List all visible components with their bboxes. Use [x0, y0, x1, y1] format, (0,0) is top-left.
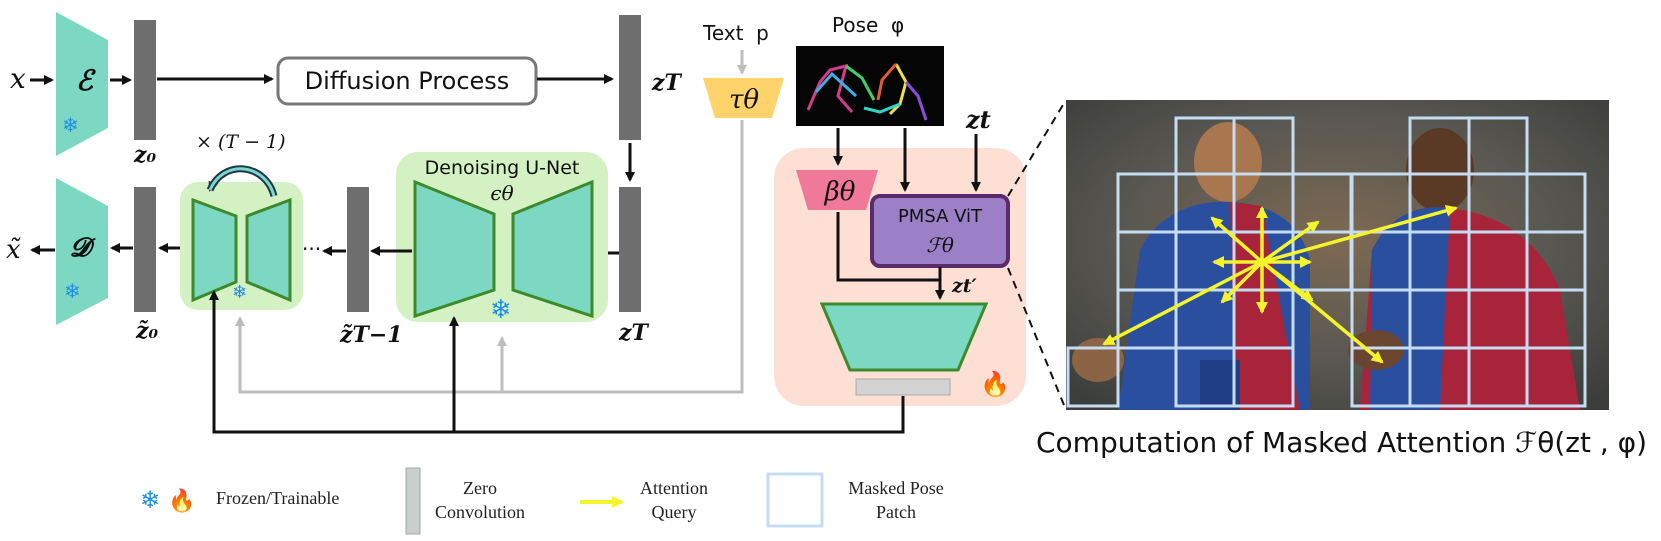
zoom-line-bottom	[1007, 267, 1067, 411]
zero-conv-zT-1	[347, 187, 369, 312]
masked-pose-grid-right	[1350, 116, 1587, 408]
zero-conv-zT-bottom	[619, 187, 641, 312]
pose-phi-label: Pose φ	[832, 13, 904, 37]
zT-minus1-label: z̃T−1	[339, 322, 403, 348]
legend-zero-conv-line1: Zero	[463, 478, 497, 498]
encoder-symbol: ℰ	[76, 64, 96, 97]
diffusion-process-label: Diffusion Process	[305, 67, 510, 95]
zero-conv-z0-tilde	[134, 187, 156, 312]
text-p-label: Text p	[702, 21, 769, 45]
z0-tilde-label: z̃₀	[135, 318, 158, 344]
ellipsis: ···	[302, 237, 321, 261]
pose-image	[796, 46, 944, 126]
text-condition-path	[235, 120, 744, 394]
masked-attention-caption: Computation of Masked Attention ℱθ(zt , …	[1036, 426, 1647, 459]
diffusion-process-box: Diffusion Process	[276, 56, 538, 106]
unet-symbol: ϵθ	[490, 181, 513, 205]
arrow-beta-to-decoder	[836, 212, 940, 282]
snowflake-icon: ❄	[232, 282, 247, 303]
beta-symbol: βθ	[824, 177, 856, 207]
snowflake-icon: ❄	[490, 295, 512, 325]
flame-icon: 🔥	[168, 488, 195, 514]
legend-attention-line2: Query	[652, 502, 697, 522]
repeat-unet: ❄	[180, 165, 303, 310]
legend: ❄ 🔥 Frozen/Trainable Zero Convolution At…	[140, 467, 944, 535]
encoder: ℰ ❄	[56, 12, 108, 156]
unet-title: Denoising U-Net	[425, 157, 580, 179]
legend-frozen-trainable: Frozen/Trainable	[216, 488, 339, 508]
snowflake-icon: ❄	[64, 279, 81, 303]
pmsa-vit-title: PMSA ViT	[898, 206, 983, 227]
legend-mask-line1: Masked Pose	[848, 478, 944, 498]
zt-prime-label: zt′	[951, 275, 977, 297]
flame-icon: 🔥	[980, 370, 1010, 398]
tau-symbol: τθ	[729, 85, 759, 115]
zero-conv-zT-top	[619, 15, 641, 140]
decoder: 𝓓 ❄	[56, 178, 108, 325]
repeat-label: × (T − 1)	[196, 131, 286, 153]
zT-top-label: zT	[651, 70, 682, 96]
legend-attention-line1: Attention	[640, 478, 708, 498]
legend-zero-conv-swatch	[405, 467, 421, 535]
legend-mask-swatch	[766, 472, 824, 528]
input-x-label: x	[10, 62, 26, 95]
pmsa-vit-symbol: ℱθ	[926, 233, 954, 257]
output-zero-conv	[855, 378, 951, 396]
attention-query-arrows	[1102, 204, 1458, 364]
zT-bottom-label: zT	[618, 320, 649, 346]
pmsa-vit-box	[870, 194, 1010, 268]
legend-mask-line2: Patch	[876, 502, 916, 522]
zero-conv-z0	[134, 20, 156, 140]
denoising-unet: Denoising U-Net ϵθ ❄	[396, 152, 608, 325]
masked-attention-photo	[1066, 100, 1609, 410]
legend-zero-conv-line2: Convolution	[435, 502, 525, 522]
snowflake-icon: ❄	[140, 486, 160, 514]
tau-encoder: τθ	[703, 78, 784, 118]
snowflake-icon: ❄	[62, 113, 79, 137]
zt-label: zt	[965, 105, 991, 134]
zoom-line-top	[1007, 99, 1067, 197]
trainable-panel: βθ PMSA ViT ℱθ 🔥 zt′	[774, 148, 1026, 406]
control-feedback-path	[209, 290, 905, 434]
z0-label: z₀	[133, 142, 156, 168]
output-x-tilde-label: x̃	[6, 235, 21, 265]
